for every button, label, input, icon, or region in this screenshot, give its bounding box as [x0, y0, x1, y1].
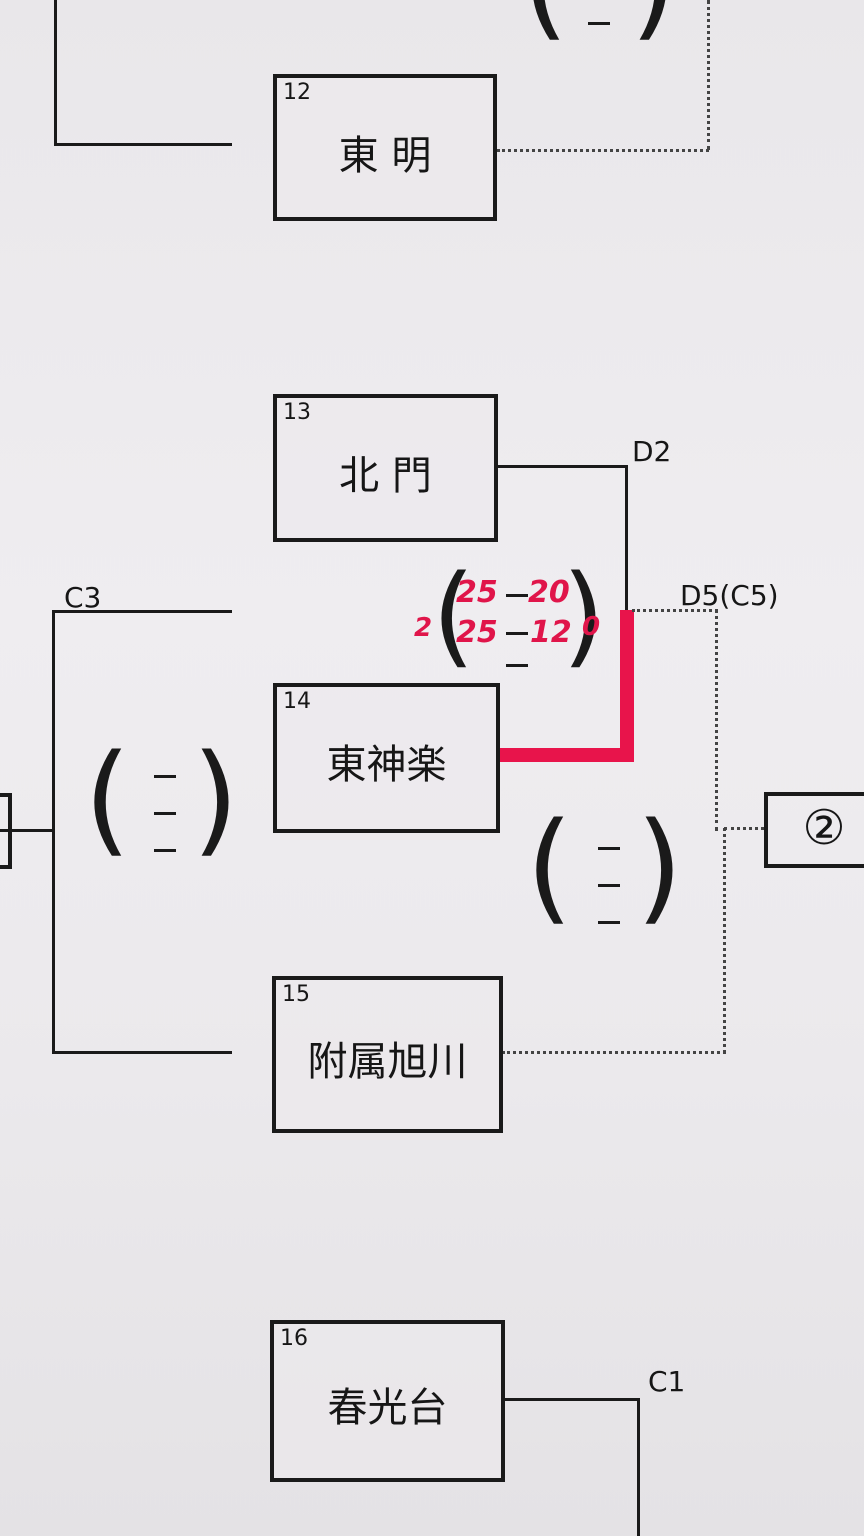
bracket-line-c1-vertical [637, 1398, 640, 1536]
team-name: 北 門 [339, 453, 432, 499]
score-set2-right: 12 [530, 615, 572, 650]
result-box-2[interactable]: ② [764, 792, 864, 868]
team-box-15[interactable]: 15 附属旭川 [272, 976, 503, 1133]
team-seed-number: 12 [283, 80, 311, 105]
score-bracket-top-left-paren: ( [522, 0, 569, 44]
team-name: 東 明 [338, 133, 432, 179]
score-dash-c3-1 [154, 775, 176, 778]
bracket-line-c3-out [0, 829, 54, 832]
score-set1-dash [506, 594, 528, 597]
score-bracket-top-right-paren: ) [630, 0, 677, 44]
score-dash-d5-3 [598, 921, 620, 924]
dotted-line-top-right-vertical [707, 0, 710, 150]
dotted-line-d5-lower [723, 828, 726, 1053]
score-bracket-d5-right-paren: ) [636, 798, 683, 937]
score-dash-c3-3 [154, 849, 176, 852]
match-label-c3: C3 [64, 581, 102, 614]
bracket-line-top-left-horizontal [54, 143, 232, 146]
score-sets-won-left: 2 [414, 613, 433, 643]
score-set2-dash [506, 632, 528, 635]
bracket-line-c3-top [54, 610, 232, 613]
score-bracket-c3-left-paren: ( [84, 730, 131, 869]
score-sets-won-right: 0 [582, 612, 601, 642]
team-name: 附属旭川 [307, 1039, 468, 1085]
score-bracket-c3-right-paren: ) [192, 730, 239, 869]
team-seed-number: 16 [280, 1326, 308, 1351]
bracket-line-team13 [498, 465, 628, 468]
team-box-13[interactable]: 13 北 門 [273, 394, 498, 542]
score-set3-dash [506, 664, 528, 667]
score-set2-left: 25 [456, 615, 498, 650]
bracket-line-c3-bottom [52, 1051, 232, 1054]
team-seed-number: 15 [282, 982, 310, 1007]
score-dash-top [588, 22, 610, 25]
result-number: ② [802, 800, 846, 856]
team-seed-number: 14 [283, 689, 311, 714]
dotted-line-to-result [724, 827, 764, 830]
score-bracket-d5-left-paren: ( [526, 798, 573, 937]
team-name: 東神楽 [326, 742, 447, 788]
score-dash-d5-2 [598, 884, 620, 887]
bracket-line-top-left-vertical [54, 0, 57, 146]
match-label-d2: D2 [632, 435, 672, 468]
match-label-c1: C1 [648, 1365, 686, 1398]
winner-path-horizontal [500, 748, 634, 762]
dotted-line-d5-top [632, 609, 718, 612]
team-box-14[interactable]: 14 東神楽 [273, 683, 500, 833]
score-dash-d5-1 [598, 847, 620, 850]
score-bracket-d2-left-paren: ( [432, 551, 475, 679]
result-box-left-partial-bottom [0, 865, 12, 869]
winner-path-vertical [620, 610, 634, 762]
result-box-left-partial-side [8, 793, 12, 869]
team-name: 春光台 [327, 1385, 448, 1431]
bracket-line-team16 [505, 1398, 640, 1401]
dotted-line-d5-upper [715, 609, 718, 831]
score-bracket-d2-right-paren: ) [562, 551, 605, 679]
match-label-d5: D5(C5) [680, 579, 779, 612]
team-box-16[interactable]: 16 春光台 [270, 1320, 505, 1482]
dotted-line-team12 [497, 149, 709, 152]
score-set1-left: 25 [456, 575, 498, 610]
dotted-line-team15 [502, 1051, 726, 1054]
team-box-12[interactable]: 12 東 明 [273, 74, 497, 221]
bracket-line-c3-vertical [52, 610, 55, 1054]
team-seed-number: 13 [283, 400, 311, 425]
score-set1-right: 20 [528, 575, 570, 610]
score-dash-c3-2 [154, 812, 176, 815]
result-box-left-partial-top [0, 793, 12, 797]
bracket-line-d2-vertical [625, 465, 628, 615]
